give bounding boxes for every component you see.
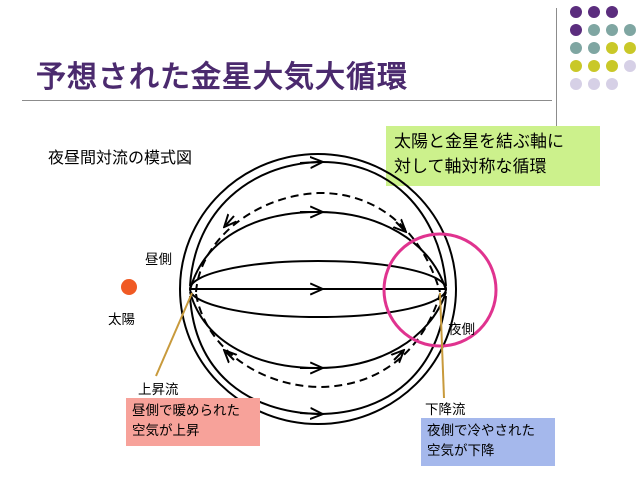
day-side-label: 昼側 bbox=[145, 252, 172, 268]
dot bbox=[570, 6, 582, 18]
axis-callout-line1: 太陽と金星を結ぶ軸に bbox=[394, 132, 564, 152]
dot bbox=[624, 42, 636, 54]
dot bbox=[624, 60, 636, 72]
sun-icon bbox=[121, 279, 137, 295]
dot bbox=[606, 24, 618, 36]
lower-return-arrow-right bbox=[394, 352, 402, 360]
dot bbox=[570, 24, 582, 36]
lower-outer-arrow bbox=[299, 413, 320, 414]
dot bbox=[588, 78, 600, 90]
sun-label: 太陽 bbox=[108, 312, 135, 328]
dot bbox=[570, 78, 582, 90]
dot bbox=[588, 42, 600, 54]
upper-return-flow bbox=[195, 191, 441, 293]
lower-middle-flow bbox=[189, 291, 447, 370]
upper-outer-arrow bbox=[299, 162, 320, 163]
dot bbox=[588, 24, 600, 36]
upper-outer-flow bbox=[189, 160, 447, 287]
downwelling-label: 下降流 bbox=[425, 402, 466, 418]
downwelling-callout-line1: 夜側で冷やされた bbox=[427, 423, 535, 439]
lower-return-flow bbox=[195, 293, 441, 389]
lower-return-arrow-left bbox=[226, 352, 234, 360]
downwelling-callout-line2: 空気が下降 bbox=[427, 443, 495, 459]
vertical-divider bbox=[556, 8, 557, 130]
dot bbox=[606, 78, 618, 90]
upwelling-callout-line2: 空気が上昇 bbox=[132, 423, 200, 439]
diagram-subtitle: 夜昼間対流の模式図 bbox=[48, 148, 193, 167]
upwelling-callout-line1: 昼側で暖められた bbox=[132, 403, 240, 419]
slide-title: 予想された金星大気大循環 bbox=[36, 60, 408, 95]
upwelling-callout: 昼側で暖められた 空気が上昇 bbox=[126, 398, 260, 446]
dot bbox=[588, 60, 600, 72]
dot bbox=[570, 60, 582, 72]
dot bbox=[606, 60, 618, 72]
downwelling-callout: 夜側で冷やされた 空気が下降 bbox=[421, 418, 555, 466]
axis-symmetry-callout: 太陽と金星を結ぶ軸に 対して軸対称な循環 bbox=[386, 126, 600, 186]
downwelling-pointer bbox=[439, 292, 445, 399]
night-side-highlight bbox=[382, 232, 498, 348]
dot bbox=[606, 6, 618, 18]
dot bbox=[570, 42, 582, 54]
dot bbox=[606, 42, 618, 54]
dot bbox=[624, 24, 636, 36]
upwelling-pointer bbox=[155, 292, 193, 377]
planet-outline bbox=[179, 153, 457, 425]
upwelling-label: 上昇流 bbox=[138, 382, 179, 398]
upper-return-arrow-right bbox=[396, 222, 404, 230]
axis-callout-line2: 対して軸対称な循環 bbox=[394, 157, 547, 177]
upper-return-arrow-left bbox=[226, 216, 234, 225]
night-side-label: 夜側 bbox=[448, 322, 475, 338]
dot bbox=[588, 6, 600, 18]
title-divider bbox=[22, 100, 552, 101]
